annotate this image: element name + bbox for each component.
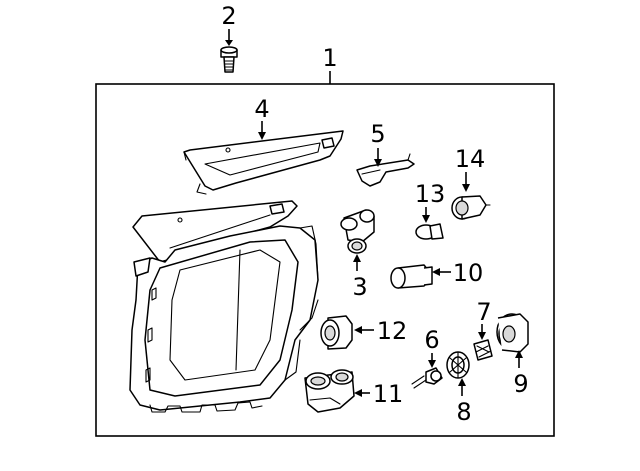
assembly-frame bbox=[95, 83, 555, 437]
callout-2-label: 2 bbox=[221, 2, 236, 30]
bulb-icon[interactable] bbox=[390, 264, 433, 289]
callout-10[interactable]: 10 bbox=[432, 259, 483, 287]
cover-icon[interactable] bbox=[473, 339, 493, 361]
socket-icon[interactable] bbox=[304, 369, 355, 413]
callout-5[interactable]: 5 bbox=[370, 120, 386, 167]
retainer-icon[interactable] bbox=[446, 351, 470, 379]
socket-icon[interactable] bbox=[451, 195, 491, 220]
bulb-icon[interactable] bbox=[411, 367, 443, 389]
callout-1[interactable]: 1 bbox=[322, 44, 338, 84]
callout-9-label: 9 bbox=[513, 370, 528, 398]
clip-icon[interactable] bbox=[356, 153, 415, 187]
headlamp-assembly-icon[interactable] bbox=[129, 200, 319, 413]
bolt-icon[interactable] bbox=[220, 46, 238, 73]
callout-10-label: 10 bbox=[453, 259, 484, 287]
callout-4-label: 4 bbox=[254, 95, 269, 123]
callout-14[interactable]: 14 bbox=[455, 145, 486, 192]
callout-4[interactable]: 4 bbox=[254, 95, 270, 140]
callout-6-label: 6 bbox=[424, 326, 439, 354]
socket-icon[interactable] bbox=[340, 209, 375, 254]
bulb-icon[interactable] bbox=[320, 315, 353, 350]
bulb-icon[interactable] bbox=[415, 223, 444, 240]
cap-icon[interactable] bbox=[496, 313, 529, 353]
callout-14-label: 14 bbox=[455, 145, 486, 173]
callout-7[interactable]: 7 bbox=[476, 298, 492, 340]
callout-12-label: 12 bbox=[377, 317, 408, 345]
callout-3[interactable]: 3 bbox=[352, 254, 368, 301]
callout-9[interactable]: 9 bbox=[513, 350, 529, 398]
callout-2-arrowhead bbox=[225, 40, 233, 46]
callout-3-label: 3 bbox=[352, 273, 367, 301]
callout-5-label: 5 bbox=[370, 120, 385, 148]
callout-13-label: 13 bbox=[415, 180, 446, 208]
callout-1-label: 1 bbox=[322, 44, 337, 72]
callout-6[interactable]: 6 bbox=[424, 326, 440, 368]
callout-11[interactable]: 11 bbox=[354, 380, 403, 408]
callout-8[interactable]: 8 bbox=[456, 378, 472, 426]
callout-13[interactable]: 13 bbox=[415, 180, 446, 223]
callout-2[interactable]: 2 bbox=[221, 2, 237, 46]
callout-11-label: 11 bbox=[373, 380, 404, 408]
bracket-icon[interactable] bbox=[183, 130, 344, 195]
callout-12[interactable]: 12 bbox=[354, 317, 407, 345]
callout-7-label: 7 bbox=[476, 298, 491, 326]
callout-8-label: 8 bbox=[456, 398, 471, 426]
